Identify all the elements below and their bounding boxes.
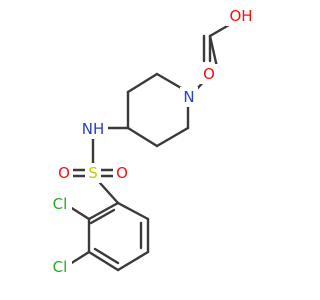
bond-ar1-ar2 <box>87 201 120 221</box>
bond-ar2-cl <box>68 205 91 221</box>
bond-ar3-cl <box>68 250 91 266</box>
sulfur-label: S <box>88 164 98 182</box>
bond-s-ar <box>98 181 120 205</box>
sulfonyl-oxygen-left-label: O <box>58 164 70 182</box>
bond-ar4-ar5 <box>116 250 150 272</box>
sulfonyl-oxygen-right-label: O <box>116 164 128 182</box>
bond-ar6-ar1 <box>116 201 150 221</box>
chlorine-top-label: Cl <box>53 195 68 213</box>
bond-ar3-ar4-inner <box>93 247 120 265</box>
amine-nh-label: NH <box>82 120 105 138</box>
bond-cooh-ch2 <box>208 34 219 69</box>
bond-ar1-ar2-inner <box>89 208 116 225</box>
bond-ar3-ar4 <box>87 250 120 272</box>
bond-c3-c4 <box>126 126 159 148</box>
piperidine-nitrogen-label: N <box>183 88 194 106</box>
chlorine-bottom-label: Cl <box>53 258 68 276</box>
hydroxyl-label: OH <box>229 7 252 25</box>
bond-c4-c5 <box>155 126 190 148</box>
molecule-diagram: OH O N NH S O O Cl Cl <box>48 6 256 277</box>
bond-c1-c2 <box>126 72 159 94</box>
carbonyl-oxygen-label: O <box>203 65 215 83</box>
bonds <box>68 19 238 272</box>
atom-labels: OH O N NH S O O Cl Cl <box>48 6 256 277</box>
